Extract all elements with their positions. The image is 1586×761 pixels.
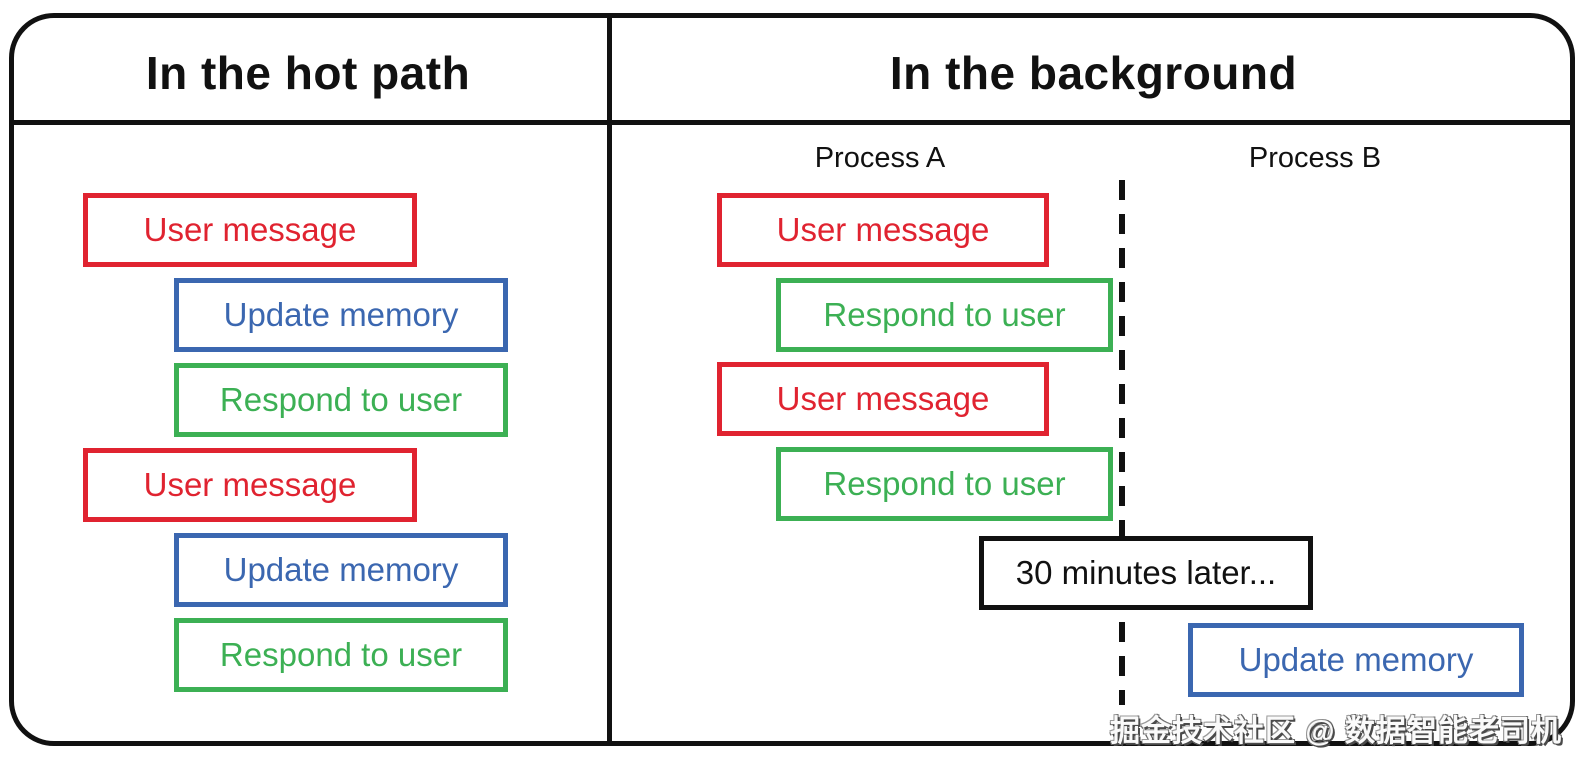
- hot-path-respond-to-user-box-1: Respond to user: [174, 363, 508, 437]
- process-b-label: Process B: [1248, 141, 1382, 174]
- header-separator-line: [9, 120, 1575, 125]
- right-panel-title: In the background: [889, 46, 1298, 99]
- process-a-label: Process A: [814, 141, 946, 174]
- hot-path-respond-to-user-box-2: Respond to user: [174, 618, 508, 692]
- background-user-message-box-2: User message: [717, 362, 1049, 436]
- hot-path-user-message-box-2: User message: [83, 448, 417, 522]
- background-respond-to-user-box-2: Respond to user: [776, 447, 1113, 521]
- background-user-message-box-1: User message: [717, 193, 1049, 267]
- hot-path-update-memory-box-1: Update memory: [174, 278, 508, 352]
- hot-path-user-message-box-1: User message: [83, 193, 417, 267]
- timeline-note-box: 30 minutes later...: [979, 536, 1313, 610]
- outer-frame: [9, 13, 1575, 746]
- watermark-text: 掘金技术社区 @ 数据智能老司机: [1110, 715, 1562, 748]
- left-panel-title: In the hot path: [145, 46, 471, 99]
- hot-path-update-memory-box-2: Update memory: [174, 533, 508, 607]
- process-boundary-dashed-line: [1119, 180, 1125, 705]
- background-update-memory-box: Update memory: [1188, 623, 1524, 697]
- panel-divider-line: [607, 13, 612, 746]
- background-respond-to-user-box-1: Respond to user: [776, 278, 1113, 352]
